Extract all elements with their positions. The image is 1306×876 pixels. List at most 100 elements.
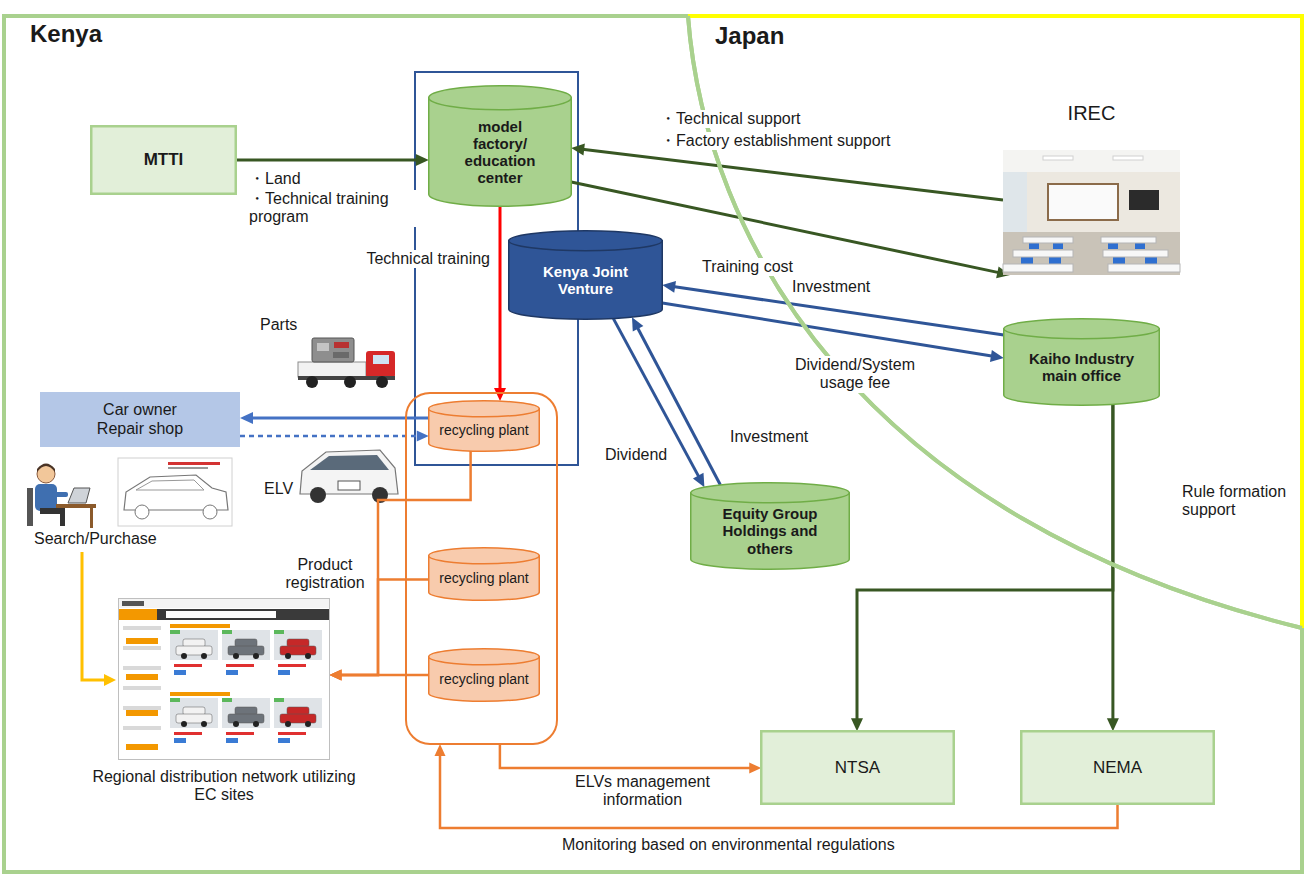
price-bar xyxy=(278,664,306,667)
connector-label: ELVs management information xyxy=(555,773,730,810)
region-border xyxy=(688,16,1302,628)
organization-box: MTTI xyxy=(90,125,237,195)
connector-label: Dividend xyxy=(603,446,669,464)
car-plate xyxy=(338,481,360,490)
desk xyxy=(1103,250,1168,257)
arrowhead xyxy=(435,744,446,756)
car-wheel xyxy=(305,653,311,659)
node-label: Kenya Joint Venture xyxy=(534,263,638,298)
text-area: Equity Group Holdings and others xyxy=(694,504,846,558)
label-slot: Investment xyxy=(728,428,810,446)
floor xyxy=(1003,232,1180,275)
truck-window xyxy=(373,355,389,364)
arrowhead xyxy=(417,430,429,441)
label-slot: Training cost xyxy=(700,258,795,276)
price-bar xyxy=(278,732,306,735)
car-thumbnail xyxy=(274,698,322,728)
connector xyxy=(330,669,429,680)
site-header xyxy=(119,599,329,608)
connector-line xyxy=(338,674,429,677)
stock-tag xyxy=(274,630,284,634)
cylinder-body xyxy=(429,98,572,207)
region-border xyxy=(4,16,1302,872)
filter-line xyxy=(123,666,161,670)
engine-detail xyxy=(334,342,349,348)
car-sketch xyxy=(124,475,228,510)
car-wheel xyxy=(181,653,187,659)
car-body xyxy=(228,646,264,655)
cylinder-top xyxy=(429,401,540,417)
training-center-photo: IREC xyxy=(1003,150,1180,275)
engine-detail xyxy=(317,343,329,351)
connector-line xyxy=(500,744,753,768)
node-label: model factory/ education center xyxy=(454,118,546,187)
connector-line xyxy=(249,417,429,420)
truck-bed xyxy=(298,362,366,377)
node-label: recycling plant xyxy=(439,570,529,586)
car-wheel xyxy=(310,487,326,503)
label-slot: ・Factory establishment support xyxy=(658,132,892,150)
text-area: MTTI xyxy=(94,130,233,190)
cylinder-top xyxy=(509,231,663,251)
cylinder-top xyxy=(1004,319,1160,339)
car-wheel xyxy=(285,653,291,659)
arrowhead xyxy=(330,669,342,680)
arrowhead xyxy=(851,718,863,731)
node-shape xyxy=(118,598,330,760)
person-leg xyxy=(60,508,65,526)
section-bar xyxy=(170,692,230,696)
car-body xyxy=(176,646,212,655)
cylinder-top xyxy=(429,649,540,665)
search-field xyxy=(166,611,276,618)
label-slot: Dividend/System usage fee xyxy=(780,356,930,393)
region-border xyxy=(688,16,1302,628)
arrowhead xyxy=(632,317,643,331)
node-label: MTTI xyxy=(144,150,184,170)
stock-tag xyxy=(222,698,232,702)
connector xyxy=(500,744,761,774)
arrowhead xyxy=(571,144,585,156)
car-wheel xyxy=(305,721,311,727)
connector-label: Rule formation support xyxy=(1180,483,1292,520)
cylinder-body xyxy=(1004,329,1160,405)
box-shape xyxy=(1021,731,1214,804)
connector xyxy=(571,144,1003,200)
label-slot: Rule formation support xyxy=(1180,483,1292,520)
arrowhead xyxy=(330,669,342,680)
arrowhead xyxy=(693,473,704,487)
node-label: NEMA xyxy=(1093,758,1142,778)
sketch-frame xyxy=(118,458,232,526)
node-shape xyxy=(1003,150,1180,275)
person-arm xyxy=(52,492,68,497)
car-body xyxy=(228,714,264,723)
connector-line xyxy=(857,404,1113,722)
text-area: model factory/ education center xyxy=(432,111,568,193)
connector-line xyxy=(499,206,502,392)
engine-block xyxy=(312,338,354,362)
search-arrowhead xyxy=(104,674,116,686)
detail-button xyxy=(226,738,238,743)
price-bar xyxy=(226,664,254,667)
arrowhead xyxy=(990,350,1004,362)
car-body xyxy=(280,714,316,723)
arrowhead xyxy=(1107,718,1119,731)
desk xyxy=(1023,237,1073,243)
text-slot: Japan xyxy=(715,22,784,50)
region-title: Japan xyxy=(715,22,784,50)
truck-wheel xyxy=(376,376,388,388)
desk xyxy=(1108,264,1180,272)
detail-button xyxy=(174,670,186,675)
company-cylinder: Equity Group Holdings and others xyxy=(690,482,850,570)
company-cylinder: Kenya Joint Venture xyxy=(508,230,663,320)
chair xyxy=(1053,243,1063,249)
ec-site-screenshot: Regional distribution network utilizing … xyxy=(118,598,330,760)
arrowhead xyxy=(662,281,676,293)
car-wheel xyxy=(181,721,187,727)
truck-cab xyxy=(366,351,395,378)
arrowhead xyxy=(330,669,342,680)
person-hair xyxy=(37,464,55,473)
detail-button xyxy=(278,670,290,675)
label-slot: Product registration xyxy=(278,556,372,593)
car-thumbnail xyxy=(274,630,322,660)
